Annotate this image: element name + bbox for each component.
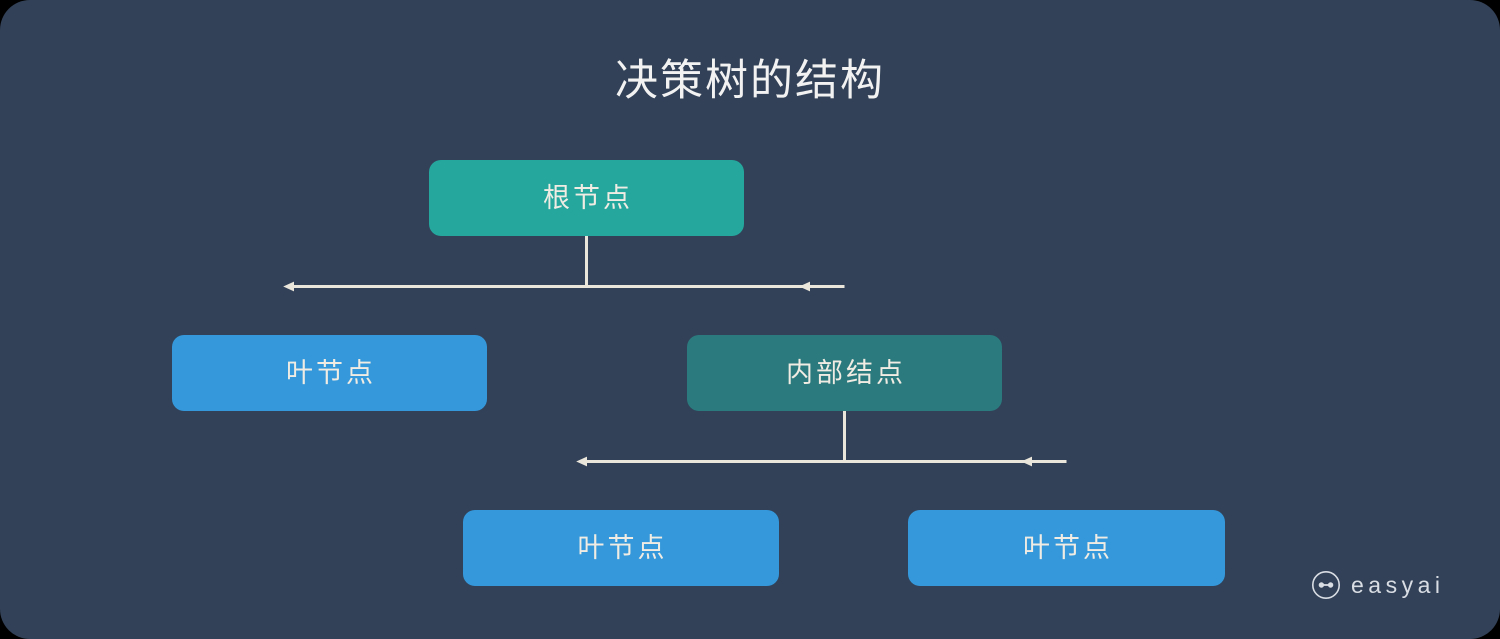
tree-node-leaf-2[interactable]: 叶节点 <box>463 510 779 586</box>
tree-node-root-label: 根节点 <box>543 183 633 213</box>
easyai-logo-text: easyai <box>1351 572 1445 598</box>
easyai-circle-link-icon <box>1312 571 1340 599</box>
tree-node-leaf-1-label: 叶节点 <box>286 358 376 388</box>
tree-node-leaf-3[interactable]: 叶节点 <box>908 510 1225 586</box>
tree-node-internal-1[interactable]: 内部结点 <box>687 335 1002 411</box>
tree-node-leaf-2-label: 叶节点 <box>577 533 668 563</box>
edge-root-to-children <box>283 236 845 292</box>
easyai-logo: easyai <box>1311 570 1444 600</box>
tree-node-leaf-3-label: 叶节点 <box>1023 533 1113 563</box>
tree-node-leaf-1[interactable]: 叶节点 <box>172 335 487 411</box>
tree-node-root[interactable]: 根节点 <box>429 160 744 236</box>
page-title: 决策树的结构 <box>615 57 885 105</box>
tree-node-internal-1-label: 内部结点 <box>786 358 906 388</box>
edge-internal-to-children <box>576 411 1067 467</box>
